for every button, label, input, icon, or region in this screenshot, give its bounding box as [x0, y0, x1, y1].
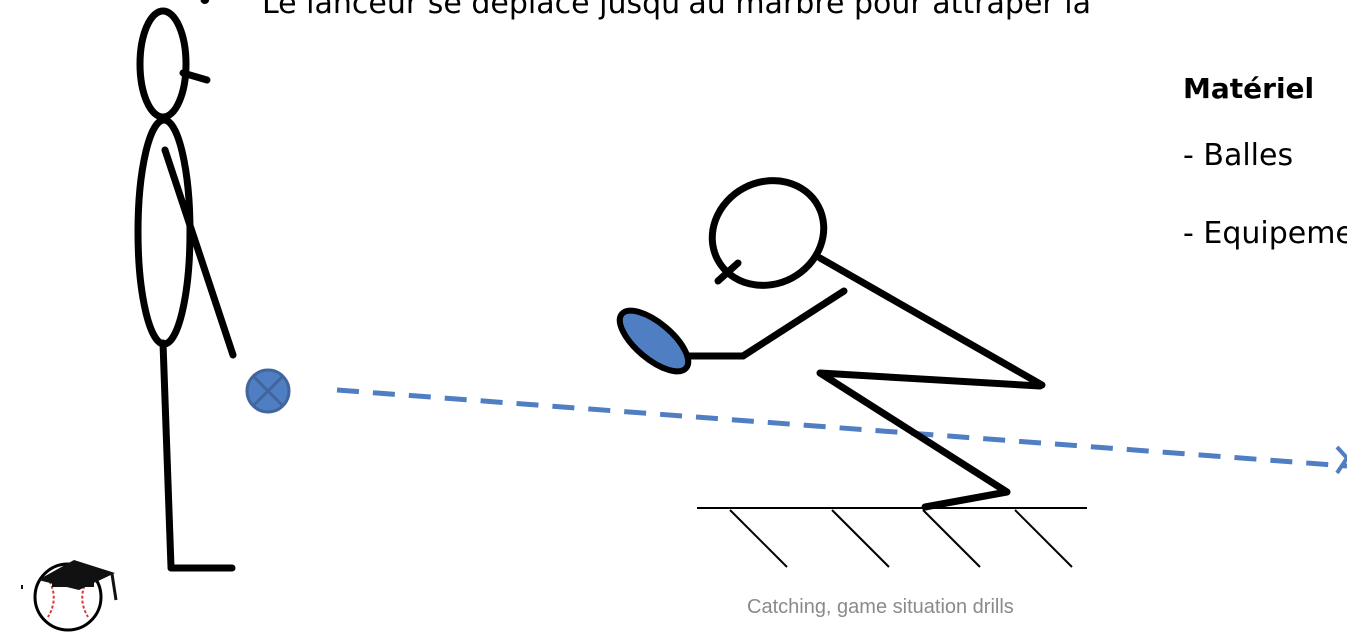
catcher-torso [820, 258, 1042, 385]
pitcher-leg [163, 343, 171, 567]
materials-item: - Equipement [1183, 216, 1347, 251]
pitcher-head [140, 11, 186, 117]
materials-item: - Balles [1183, 138, 1293, 173]
ground [697, 508, 1087, 567]
slide-footer: Catching, game situation drills [747, 596, 1014, 619]
arrow-head-icon [1337, 447, 1347, 473]
catcher-leg [820, 373, 1040, 507]
ball-marker-icon [247, 370, 289, 412]
stick-figure-catcher [688, 161, 1042, 507]
glove-icon [610, 300, 697, 382]
ball-trajectory [337, 390, 1347, 473]
stick-figure-pitcher [138, 11, 233, 568]
graduation-baseball-logo-icon [22, 560, 116, 630]
materials-title: Matériel [1183, 72, 1314, 105]
catcher-arm-upper [743, 291, 844, 356]
